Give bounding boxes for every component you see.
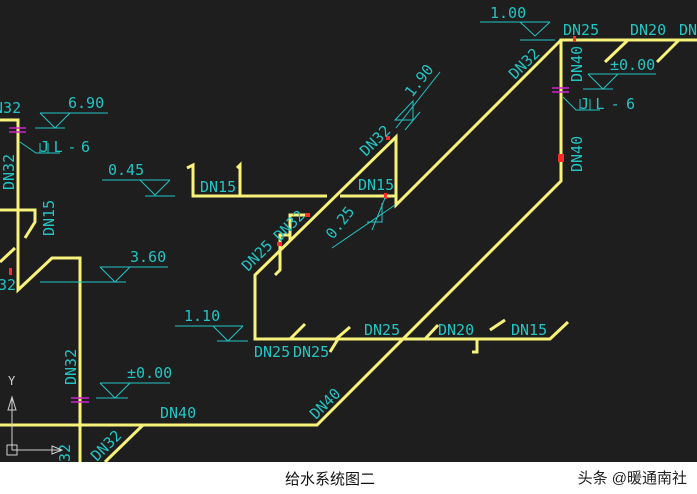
axis-arrows-icon [7, 395, 64, 455]
valve-marker [384, 193, 387, 199]
label-dn15-left: DN15 [40, 200, 58, 236]
pipe-mid-stub-2 [273, 233, 290, 277]
label-dn40-bottom: DN40 [160, 404, 196, 422]
axis-y-label: Y [8, 374, 16, 388]
label-dn40-top-vertical: DN40 [568, 46, 586, 82]
pipe-left-riser [0, 118, 82, 462]
elevation-1-10: 1.10 [184, 307, 220, 325]
pipe-drop-2 [472, 339, 479, 354]
elevation-marker [40, 266, 168, 283]
valve-marker [305, 213, 310, 217]
label-dn25-bottom-3: DN25 [364, 321, 400, 339]
valve-marker [558, 154, 564, 162]
riser-leader [19, 141, 60, 154]
pipe-bend-left [235, 161, 242, 196]
label-dn32-bottom-diagonal: DN32 [87, 427, 125, 462]
elevation-0-45: 0.45 [108, 161, 144, 179]
pipe-top-main [0, 38, 697, 427]
label-32-left: 32 [0, 276, 16, 294]
label-dn40-right-vertical: DN40 [568, 136, 586, 172]
valve-marker [573, 36, 576, 42]
label-32-bottom-left: 32 [56, 444, 74, 462]
label-dn-top-cut: DN [679, 21, 697, 39]
label-dn25-bottom-1: DN25 [254, 343, 290, 361]
caption-bar: 给水系统图二 头条 @暖通南社 [0, 462, 697, 494]
label-dn15-mid: DN15 [200, 178, 236, 196]
pipe-drop-1 [328, 338, 340, 353]
pipe-left-dn15 [0, 208, 37, 239]
pipe-top-branch-2 [655, 38, 681, 64]
pipe-left-diag [0, 246, 17, 264]
riser-label-right: JL-6 [580, 95, 635, 113]
elevation-marker [102, 179, 175, 197]
label-dn15-mid-2: DN15 [358, 176, 394, 194]
label-dn32-riser: DN32 [62, 349, 80, 385]
water-supply-system-diagram: 6.90 0.45 3.60 1.10 ±0.00 1.00 ±0.00 1.9… [0, 4, 697, 465]
elevation-3-60: 3.60 [130, 248, 166, 266]
label-dn20-top: DN20 [630, 21, 666, 39]
drawing-title: 给水系统图二 [285, 471, 376, 488]
pipe-labels: DN32 DN32 DN15 32 DN15 DN15 DN32 DN32 DN… [0, 21, 697, 465]
pipe-top-branch-1 [603, 38, 630, 64]
riser-leader [562, 96, 600, 111]
pipe-mid-stub-1 [288, 213, 310, 240]
elevation-0-00-left: ±0.00 [127, 364, 172, 382]
elevation-0-00-right: ±0.00 [610, 56, 655, 74]
elevation-marker [175, 325, 248, 342]
elevation-1-00: 1.00 [490, 4, 526, 22]
label-dn25-mid: DN25 [238, 237, 276, 275]
pipe-dn15-branch [186, 162, 327, 198]
valves [9, 36, 576, 403]
pipe-fixture-3 [423, 323, 440, 341]
pipe-fixture-1 [288, 322, 307, 341]
label-dn20-bottom: DN20 [438, 321, 474, 339]
pipe-fixture-2 [335, 325, 351, 341]
label-dn25-top: DN25 [563, 21, 599, 39]
elevation-marker [96, 382, 170, 399]
ucs-axis-icon[interactable]: Y [6, 374, 64, 456]
label-dn32-mid: DN32 [356, 122, 394, 160]
elevation-marker [480, 21, 555, 41]
elevation-marker [331, 197, 396, 249]
label-dn25-bottom-2: DN25 [293, 343, 329, 361]
valve-marker [277, 242, 282, 246]
elevation-marker [393, 71, 441, 131]
label-dn15-bottom: DN15 [511, 321, 547, 339]
label-dn32-top-left: DN32 [0, 99, 21, 117]
label-dn32-left-vertical: DN32 [0, 154, 18, 190]
elevation-6-90: 6.90 [68, 94, 104, 112]
cad-drawing-canvas[interactable]: 6.90 0.45 3.60 1.10 ±0.00 1.00 ±0.00 1.9… [0, 0, 697, 465]
pipe-upper-diagonal [253, 38, 570, 341]
pipe-bottom-dn32 [103, 423, 145, 464]
elevation-marker [35, 112, 108, 129]
pipes [0, 38, 697, 464]
valve-marker [386, 136, 390, 140]
elevation-marker [583, 73, 656, 90]
axis-origin-icon [6, 444, 18, 456]
valve-marker [9, 268, 12, 275]
watermark: 头条 @暖通南社 [577, 470, 687, 487]
riser-label-left: JL-6 [40, 138, 90, 156]
pipe-fixture-4 [489, 318, 506, 332]
elevation-0-25: 0.25 [322, 203, 358, 243]
elevation-1-90: 1.90 [401, 61, 437, 101]
